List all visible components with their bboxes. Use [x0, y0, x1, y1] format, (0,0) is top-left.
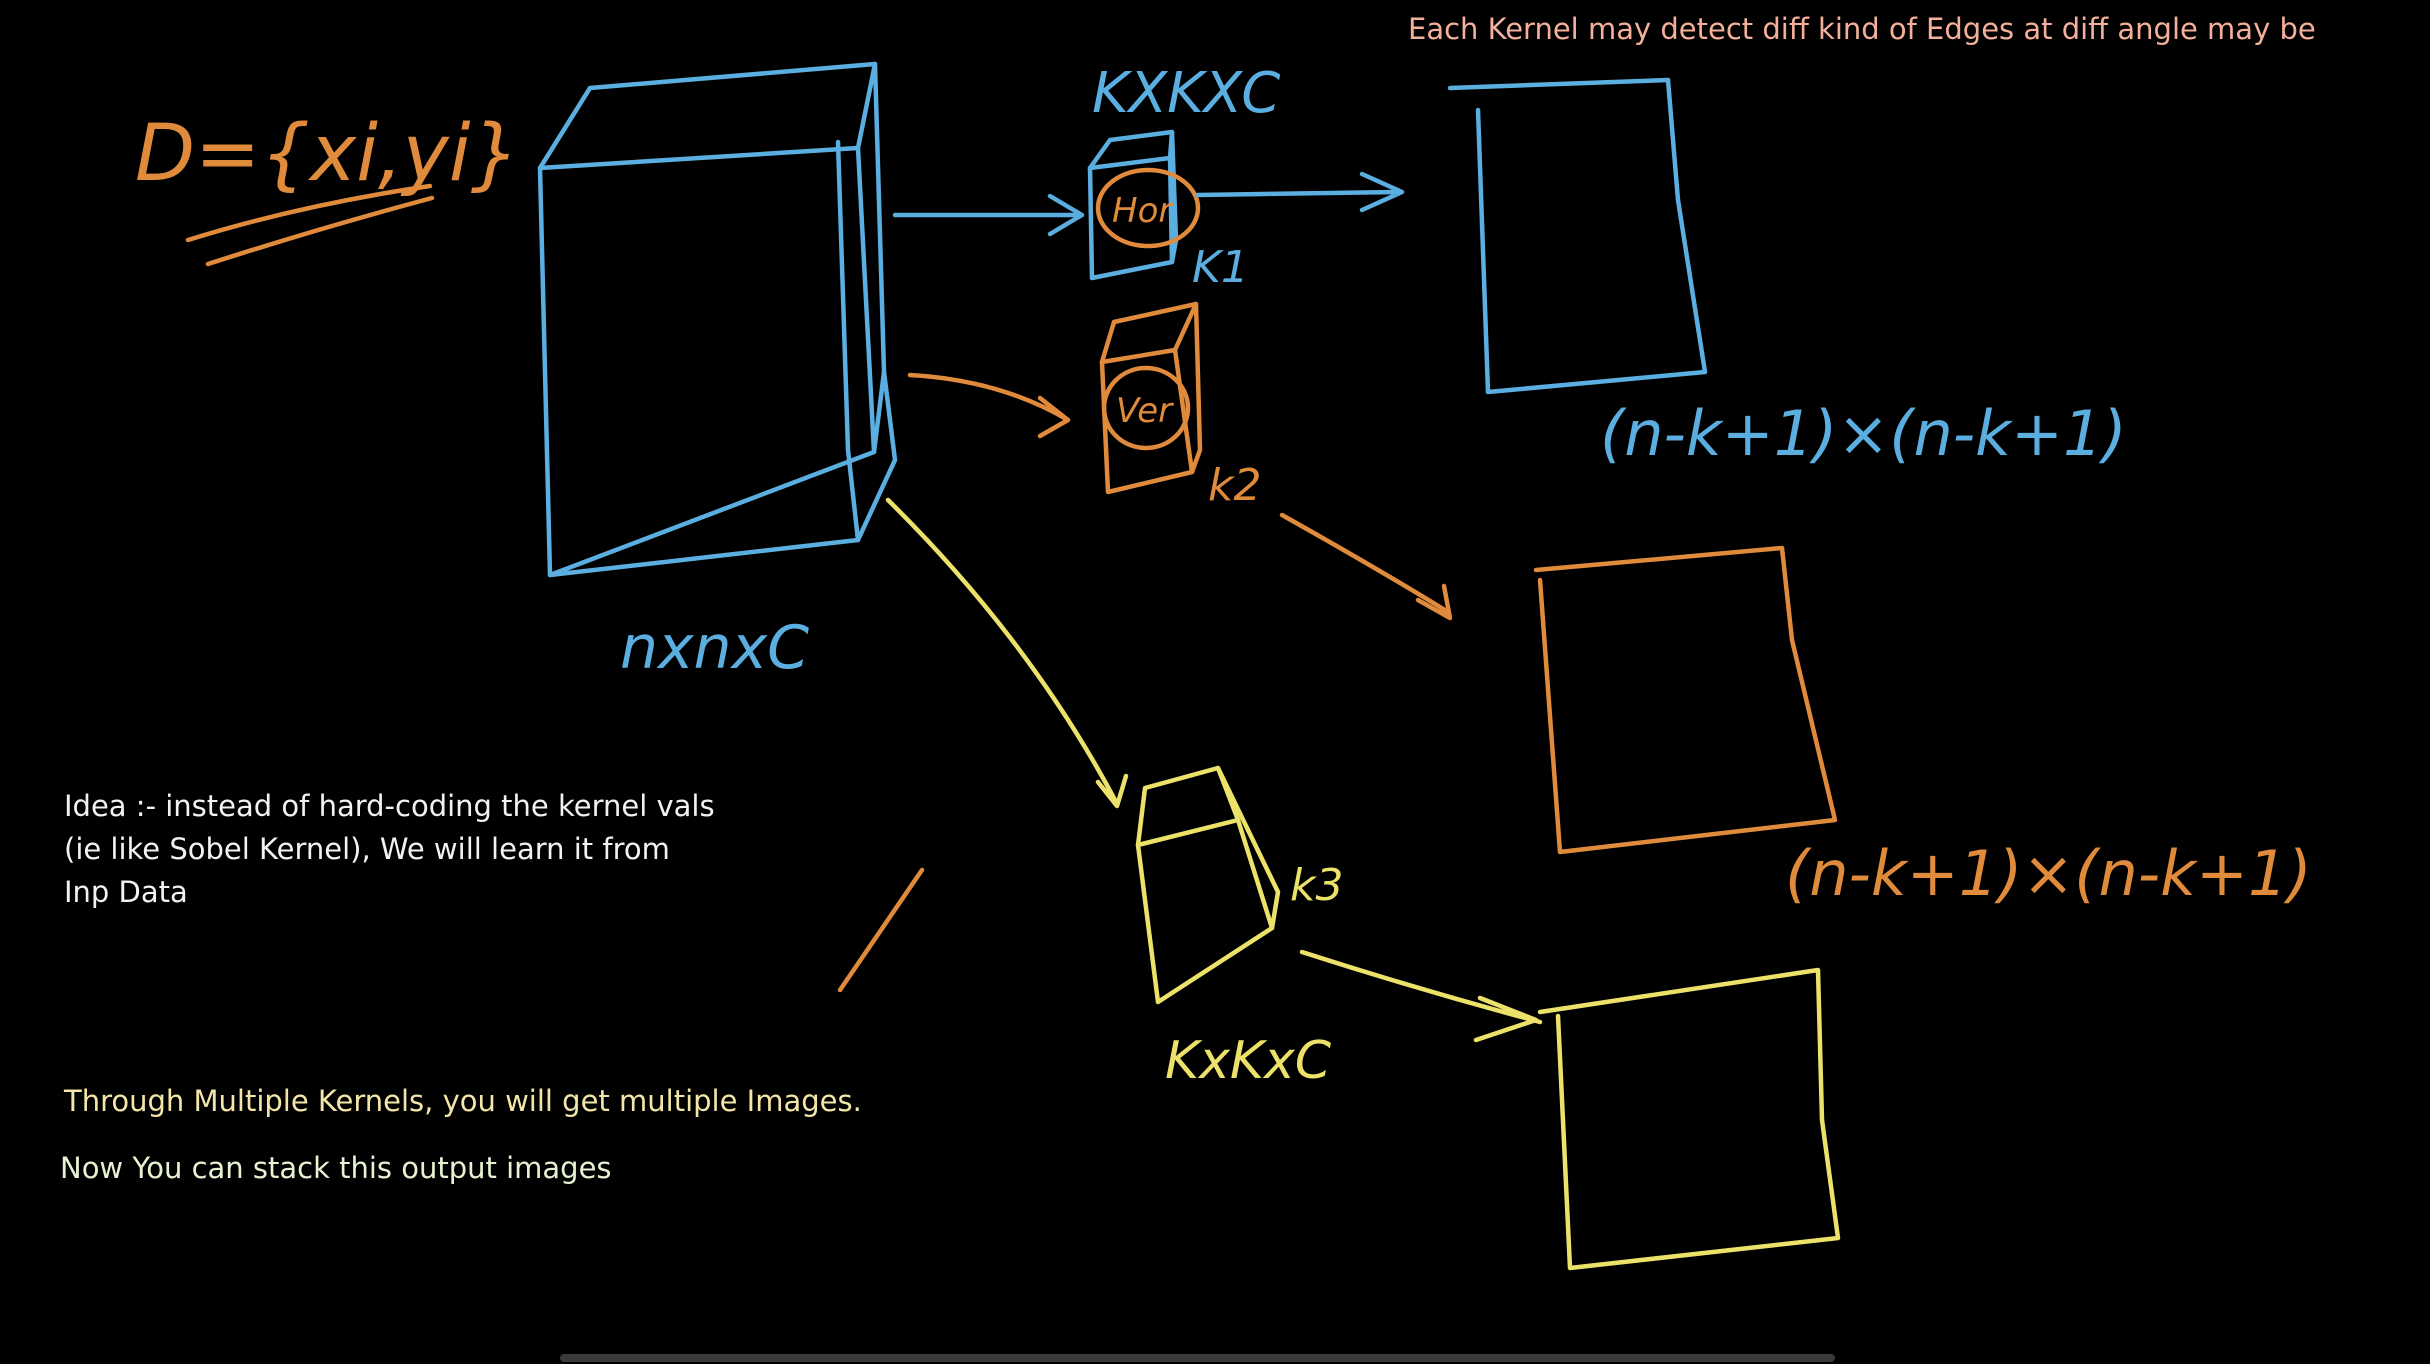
k1-label: K1 [1192, 242, 1249, 293]
dataset-notation: D={xi,yi} [135, 109, 520, 267]
ver-circle [1101, 365, 1191, 451]
hor-label: Hor [1112, 191, 1174, 231]
output-image-1 [1447, 77, 1708, 395]
hor-circle [1095, 167, 1201, 249]
kernel-dims-bottom-label: KxKxC [1165, 1031, 1332, 1091]
horizontal-scrollbar[interactable] [560, 1354, 1835, 1362]
arrow-input-to-k1 [892, 193, 1085, 237]
kernel-dims-top-label: KXKXC [1092, 61, 1280, 126]
stack-note: Now You can stack this output images [60, 1151, 612, 1185]
arrow-input-to-k3 [885, 497, 1129, 809]
k2-label: k2 [1208, 460, 1261, 511]
output1-dims-label: (n-k+1)×(n-k+1) [1600, 397, 2127, 470]
output-image-3 [1537, 967, 1841, 1271]
idea-note: Idea :- instead of hard-coding the kerne… [64, 789, 715, 909]
kernel-k3 [1135, 765, 1281, 1005]
ver-label: Ver [1116, 391, 1174, 431]
stray-pen-mark [837, 867, 925, 993]
header-note: Each Kernel may detect diff kind of Edge… [1408, 12, 2316, 46]
output2-dims-label: (n-k+1)×(n-k+1) [1785, 837, 2312, 910]
arrow-k1-to-output1 [1195, 171, 1405, 213]
arrow-k3-to-output3 [1299, 949, 1543, 1043]
output-image-2 [1533, 545, 1838, 855]
dataset-label: D={xi,yi} [135, 109, 520, 199]
arrow-k2-to-output2 [1279, 512, 1453, 621]
input-volume [537, 61, 898, 578]
multiple-kernels-note: Through Multiple Kernels, you will get m… [64, 1084, 862, 1118]
k3-label: k3 [1290, 860, 1343, 911]
kernel-k2 [1099, 301, 1203, 495]
dataset-underline [185, 183, 435, 267]
arrow-input-to-k2 [907, 372, 1071, 439]
input-dims-label: nxnxC [620, 613, 809, 683]
